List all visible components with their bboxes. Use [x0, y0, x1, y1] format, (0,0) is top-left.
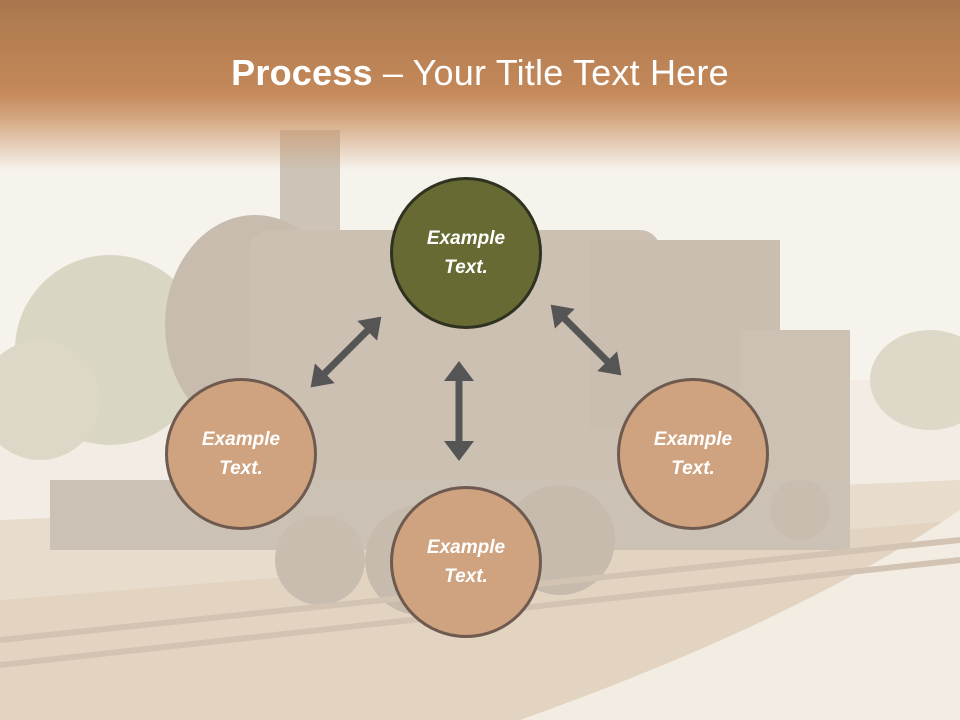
node-right-text: Example Text.	[653, 429, 733, 479]
process-node-bottom[interactable]: Example Text.	[390, 486, 542, 638]
arrow-left-top	[310, 316, 382, 388]
slide-title: Process – Your Title Text Here	[0, 52, 960, 94]
title-bold: Process	[231, 52, 373, 93]
node-top-text: Example Text.	[426, 228, 506, 278]
arrow-top-bottom	[444, 361, 474, 461]
process-node-top[interactable]: Example Text.	[390, 177, 542, 329]
node-left-text: Example Text.	[201, 429, 281, 479]
process-node-right[interactable]: Example Text.	[617, 378, 769, 530]
title-rest: – Your Title Text Here	[372, 52, 729, 93]
title-bar	[0, 0, 960, 170]
node-bottom-text: Example Text.	[426, 537, 506, 587]
process-node-left[interactable]: Example Text.	[165, 378, 317, 530]
arrow-top-right	[550, 304, 622, 376]
